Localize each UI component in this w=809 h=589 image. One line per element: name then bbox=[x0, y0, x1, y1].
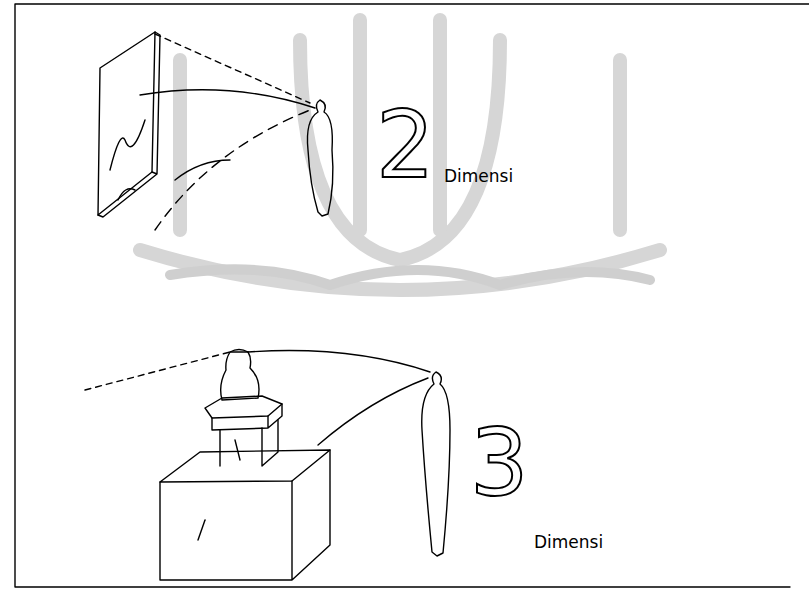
watermark-logo bbox=[140, 20, 660, 290]
dimension-number: 3 bbox=[470, 418, 529, 510]
watermark-script bbox=[170, 269, 650, 285]
viewer-figure bbox=[307, 100, 332, 216]
sight-line bbox=[248, 351, 430, 372]
painting bbox=[98, 32, 160, 217]
frame bbox=[15, 4, 809, 587]
sight-line bbox=[155, 110, 310, 230]
dimension-number: 2 bbox=[376, 100, 435, 192]
sight-line bbox=[155, 34, 310, 103]
dimension-word: Dimensi bbox=[534, 534, 603, 551]
dimension-word: Dimensi bbox=[444, 168, 513, 185]
sight-line bbox=[175, 160, 230, 180]
sight-line bbox=[85, 352, 230, 390]
sight-line bbox=[318, 378, 428, 445]
sight-line bbox=[140, 90, 315, 108]
sculpture-pedestal bbox=[160, 350, 330, 581]
viewer-figure bbox=[422, 372, 450, 556]
